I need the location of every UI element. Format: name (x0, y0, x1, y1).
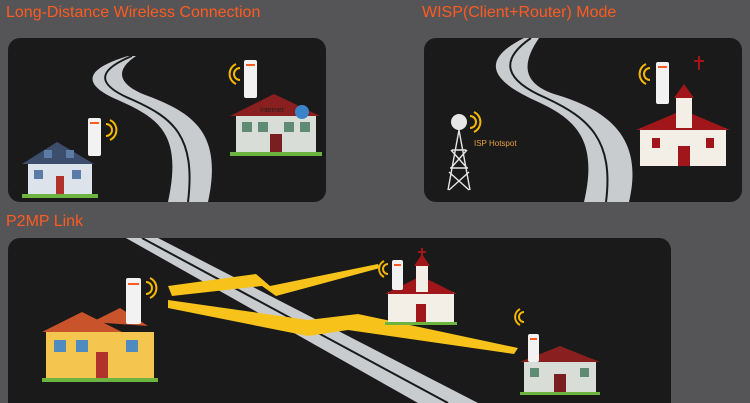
wifi-signal-icon (145, 277, 158, 299)
long-distance-title: Long-Distance Wireless Connection (6, 4, 261, 21)
long-distance-panel: Internet (8, 38, 326, 202)
cpe-device (126, 278, 141, 324)
wifi-signal-icon (378, 260, 389, 278)
globe-icon (295, 105, 309, 119)
isp-tower (447, 114, 471, 191)
long-distance-scene: Internet (22, 55, 322, 202)
cpe-device (244, 60, 257, 98)
p2mp-panel (8, 238, 671, 403)
office-building: Internet (230, 94, 322, 156)
isp-hotspot-label: ISP Hotspot (474, 139, 517, 148)
road (495, 38, 633, 202)
lightning-link-upper (168, 264, 380, 296)
cross-icon (694, 56, 704, 70)
p2mp-title: P2MP Link (6, 213, 84, 230)
cross-icon (418, 248, 426, 258)
wifi-signal-icon (105, 119, 118, 141)
road (92, 55, 212, 202)
church-building (636, 84, 730, 166)
wifi-signal-icon (469, 111, 482, 133)
wisp-scene: ISP Hotspot (447, 38, 730, 202)
wifi-signal-icon (228, 63, 241, 85)
cpe-device (392, 260, 403, 290)
cpe-device (88, 118, 101, 156)
p2mp-scene (42, 238, 600, 403)
office-building (520, 346, 600, 395)
wisp-title: WISP(Client+Router) Mode (422, 4, 617, 21)
blue-house (22, 142, 98, 198)
wisp-panel: ISP Hotspot (424, 38, 742, 202)
internet-label: Internet (260, 107, 284, 114)
wifi-signal-icon (514, 308, 525, 326)
wifi-signal-icon (638, 63, 651, 85)
church-building (385, 254, 457, 325)
cpe-device (528, 334, 539, 362)
cpe-device (656, 62, 669, 104)
lightning-link-lower (168, 300, 518, 354)
yellow-house (42, 308, 158, 382)
